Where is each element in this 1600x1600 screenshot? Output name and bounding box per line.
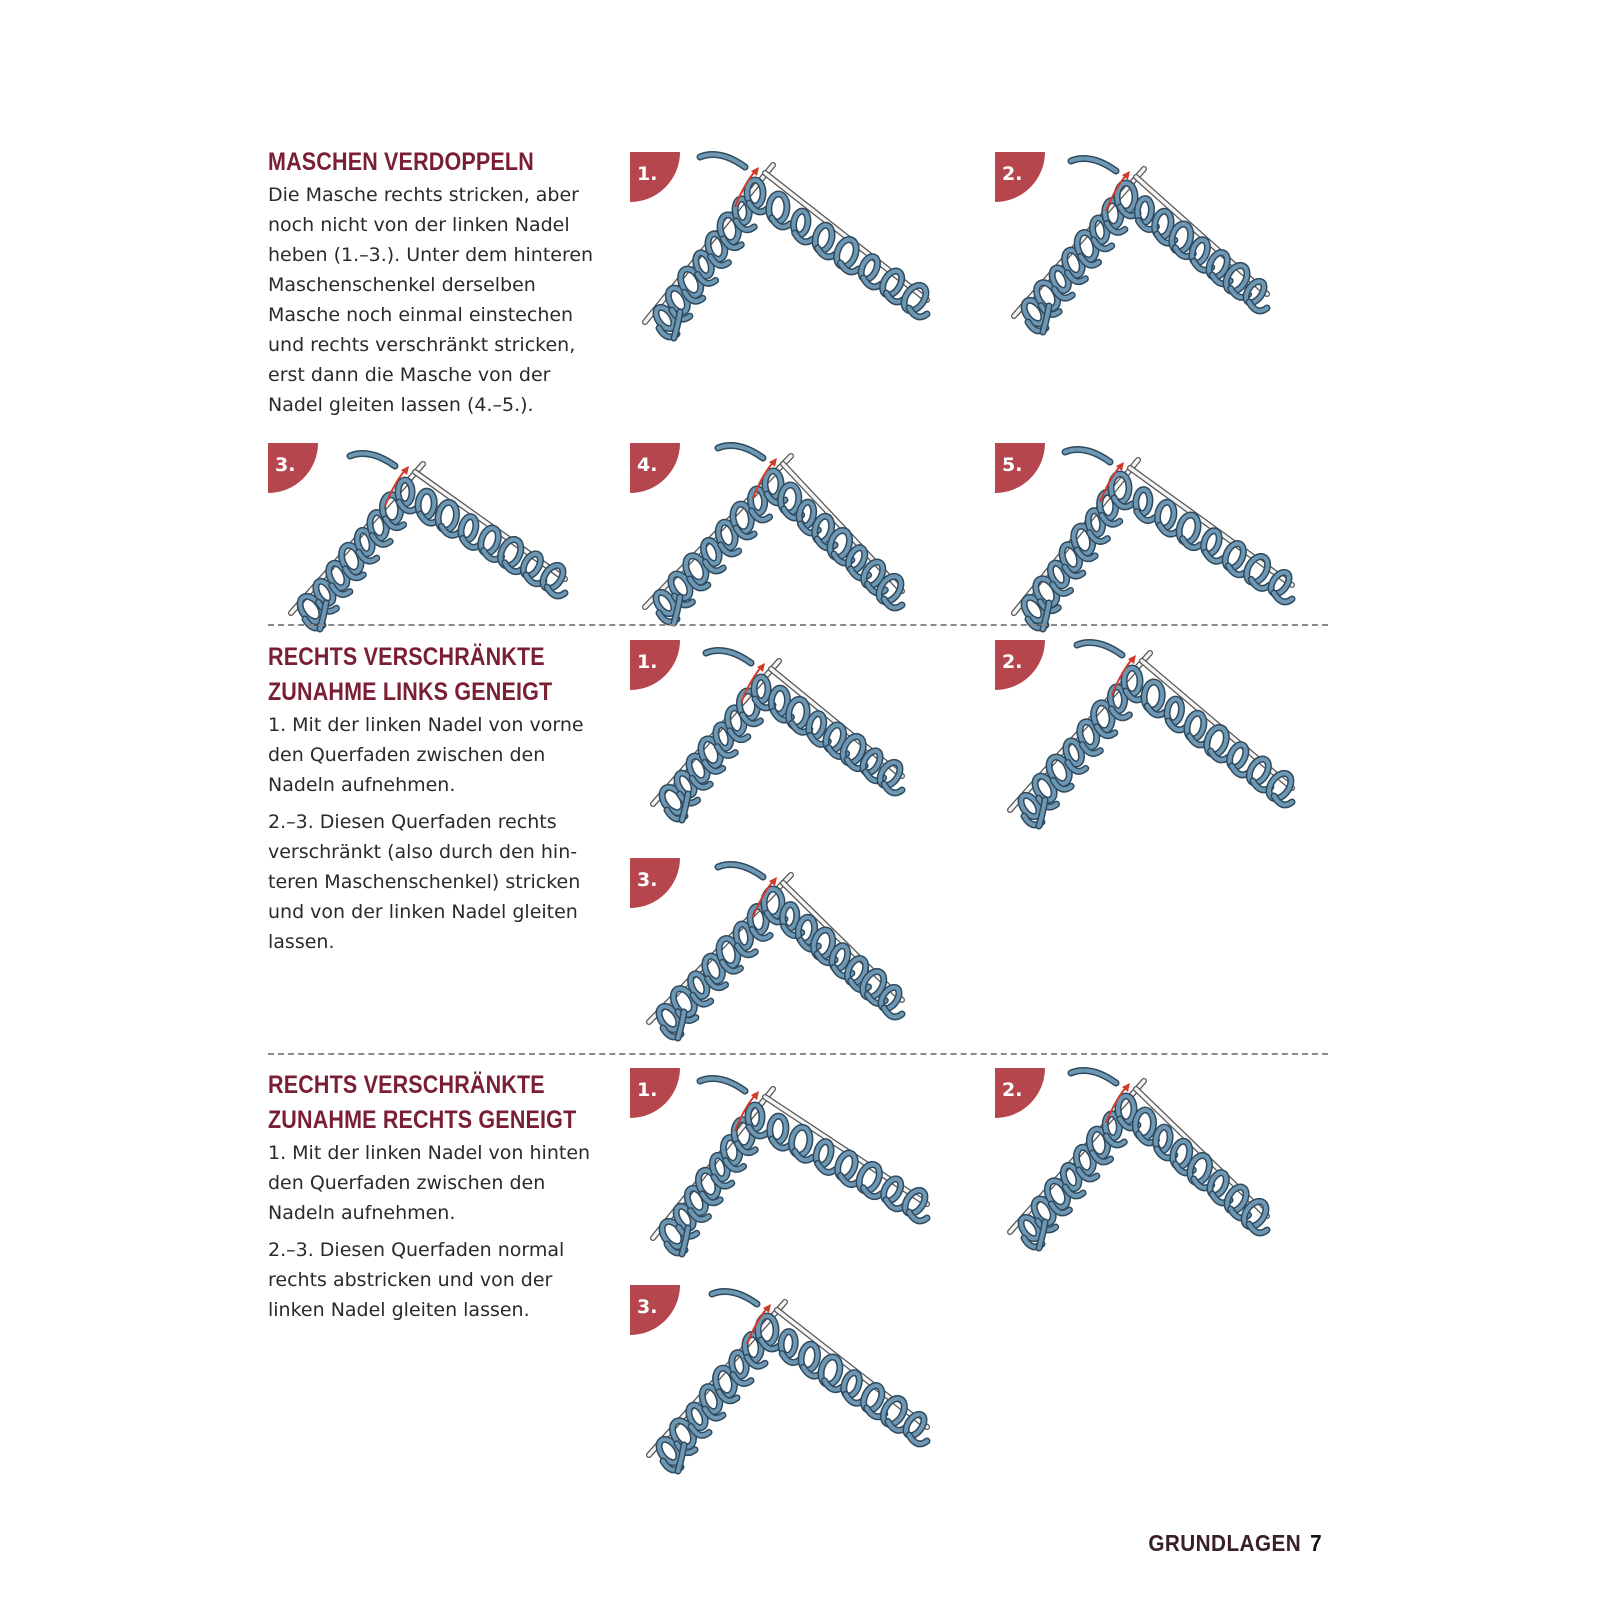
knitting-illustration: [646, 861, 906, 1042]
knitting-illustration: [1007, 639, 1296, 830]
section-3-step-1: 1.: [630, 1068, 940, 1258]
knitting-illustration: [646, 1288, 931, 1475]
section-3-text: 1. Mit der linken Nadel von hinten den Q…: [268, 1138, 590, 1332]
title-line: ZUNAHME RECHTS GENEIGT: [268, 1106, 577, 1134]
page-footer: GRUNDLAGEN 7: [1148, 1530, 1322, 1557]
section-2-title: RECHTS VERSCHRÄNKTE ZUNAHME LINKS GENEIG…: [268, 640, 552, 710]
section-1-step-3: 3.: [268, 443, 578, 633]
knitting-illustration: [642, 151, 931, 342]
section-1-step-5: 5.: [995, 443, 1305, 633]
step-badge: 4.: [630, 443, 680, 493]
step-badge: 1.: [630, 152, 680, 202]
step-badge: 3.: [268, 443, 318, 493]
knitting-illustration: [288, 450, 569, 633]
title-line: MASCHEN VERDOPPELN: [268, 148, 534, 176]
footer-label: GRUNDLAGEN: [1148, 1530, 1302, 1556]
knitting-illustration: [1011, 446, 1296, 633]
section-divider: [268, 624, 1328, 626]
step-badge: 3.: [630, 1285, 680, 1335]
section-3-step-3: 3.: [630, 1285, 940, 1475]
knitting-illustration: [650, 1075, 931, 1258]
knitting-illustration: [642, 442, 906, 627]
paragraph: Die Masche rechts stricken, aber noch ni…: [268, 184, 594, 416]
step-badge: 3.: [630, 858, 680, 908]
title-line: RECHTS VERSCHRÄNKTE: [268, 1071, 545, 1099]
step-badge: 2.: [995, 640, 1045, 690]
section-2-step-2: 2.: [995, 639, 1305, 830]
title-line: RECHTS VERSCHRÄNKTE: [268, 643, 545, 671]
paragraph: 1. Mit der linken Nadel von hinten den Q…: [268, 1142, 591, 1224]
section-3-step-2: 2.: [995, 1067, 1305, 1252]
paragraph: 2.–3. Diesen Querfaden rechts verschränk…: [268, 811, 581, 953]
step-badge: 5.: [995, 443, 1045, 493]
page-number: 7: [1310, 1530, 1322, 1556]
section-2-step-1: 1.: [630, 640, 940, 824]
paragraph: 2.–3. Diesen Querfaden normal rechts abs…: [268, 1239, 565, 1321]
knitting-illustration: [1011, 155, 1271, 336]
step-badge: 1.: [630, 1068, 680, 1118]
step-badge: 2.: [995, 152, 1045, 202]
step-badge: 2.: [995, 1068, 1045, 1118]
section-1-step-4: 4.: [630, 442, 940, 627]
knitting-illustration: [650, 647, 906, 824]
section-1-text: Die Masche rechts stricken, aber noch ni…: [268, 180, 593, 427]
section-2-step-3: 3.: [630, 858, 940, 1042]
knitting-illustration: [1007, 1067, 1271, 1252]
title-line: ZUNAHME LINKS GENEIGT: [268, 678, 553, 706]
section-1-title: MASCHEN VERDOPPELN: [268, 145, 534, 180]
section-divider: [268, 1053, 1328, 1055]
section-1-step-2: 2.: [995, 152, 1305, 336]
paragraph: 1. Mit der linken Nadel von vorne den Qu…: [268, 714, 584, 796]
section-2-text: 1. Mit der linken Nadel von vorne den Qu…: [268, 710, 584, 964]
section-1-step-1: 1.: [630, 151, 940, 342]
section-3-title: RECHTS VERSCHRÄNKTE ZUNAHME RECHTS GENEI…: [268, 1068, 576, 1138]
step-badge: 1.: [630, 640, 680, 690]
